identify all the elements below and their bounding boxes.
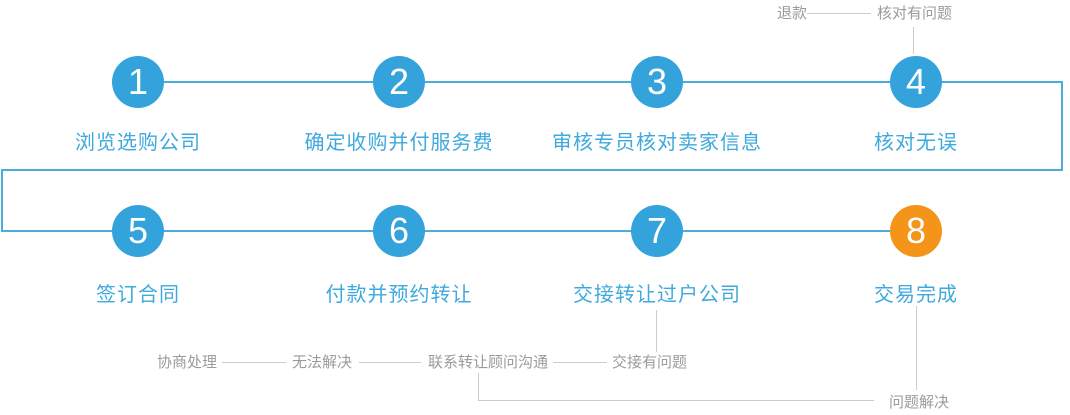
check-problem-to-step4-line — [913, 27, 914, 54]
step8-to-problem-solved-line — [916, 306, 917, 390]
step-5-circle: 5 — [112, 205, 164, 257]
handover-problem-label: 交接有问题 — [612, 354, 688, 371]
check-problem-label: 核对有问题 — [877, 5, 953, 22]
step-5-label: 签订合同 — [96, 284, 180, 306]
step-3-circle: 3 — [631, 56, 683, 108]
step-2-circle: 2 — [373, 56, 425, 108]
step-3: 3 审核专员核对卖家信息 — [547, 56, 767, 155]
step-1-circle: 1 — [112, 56, 164, 108]
step-3-label: 审核专员核对卖家信息 — [552, 132, 762, 154]
step-8-label: 交易完成 — [874, 284, 958, 306]
step-4: 4 核对无误 — [806, 56, 1026, 155]
step-1: 1 浏览选购公司 — [28, 56, 248, 155]
step-5: 5 签订合同 — [28, 205, 248, 307]
unresolved-label: 无法解决 — [292, 354, 353, 371]
problem-solved-label: 问题解决 — [889, 394, 950, 411]
flow-line-row2 — [1, 230, 892, 232]
contact-elbow-vline — [478, 373, 479, 401]
negotiate-label: 协商处理 — [157, 354, 218, 371]
step-8-circle: 8 — [890, 205, 942, 257]
step-7: 7 交接转让过户公司 — [547, 205, 767, 307]
flow-line-right-down — [1061, 81, 1063, 171]
step-4-label: 核对无误 — [874, 132, 958, 154]
contact-consultant-label: 联系转让顾问沟通 — [428, 354, 549, 371]
step-1-label: 浏览选购公司 — [75, 132, 201, 154]
step-4-circle: 4 — [890, 56, 942, 108]
unresolved-contact-line — [359, 362, 421, 363]
step-6-circle: 6 — [373, 205, 425, 257]
step-7-circle: 7 — [631, 205, 683, 257]
step7-to-handover-problem-line — [656, 310, 657, 352]
contact-to-problem-solved-line — [478, 400, 874, 401]
step-7-label: 交接转让过户公司 — [573, 284, 741, 306]
step-2-label: 确定收购并付服务费 — [304, 132, 494, 154]
refund-label: 退款 — [777, 5, 808, 22]
step-6-label: 付款并预约转让 — [325, 284, 473, 306]
step-2: 2 确定收购并付服务费 — [289, 56, 509, 155]
refund-connector-line — [807, 13, 871, 14]
negotiate-unresolved-line — [222, 362, 286, 363]
step-6: 6 付款并预约转让 — [289, 205, 509, 307]
flow-line-left-down — [1, 169, 3, 232]
flow-line-wrap — [1, 169, 1063, 171]
flow-line-row1 — [164, 81, 1063, 83]
contact-handover-problem-line — [553, 362, 607, 363]
step-8: 8 交易完成 — [806, 205, 1026, 307]
